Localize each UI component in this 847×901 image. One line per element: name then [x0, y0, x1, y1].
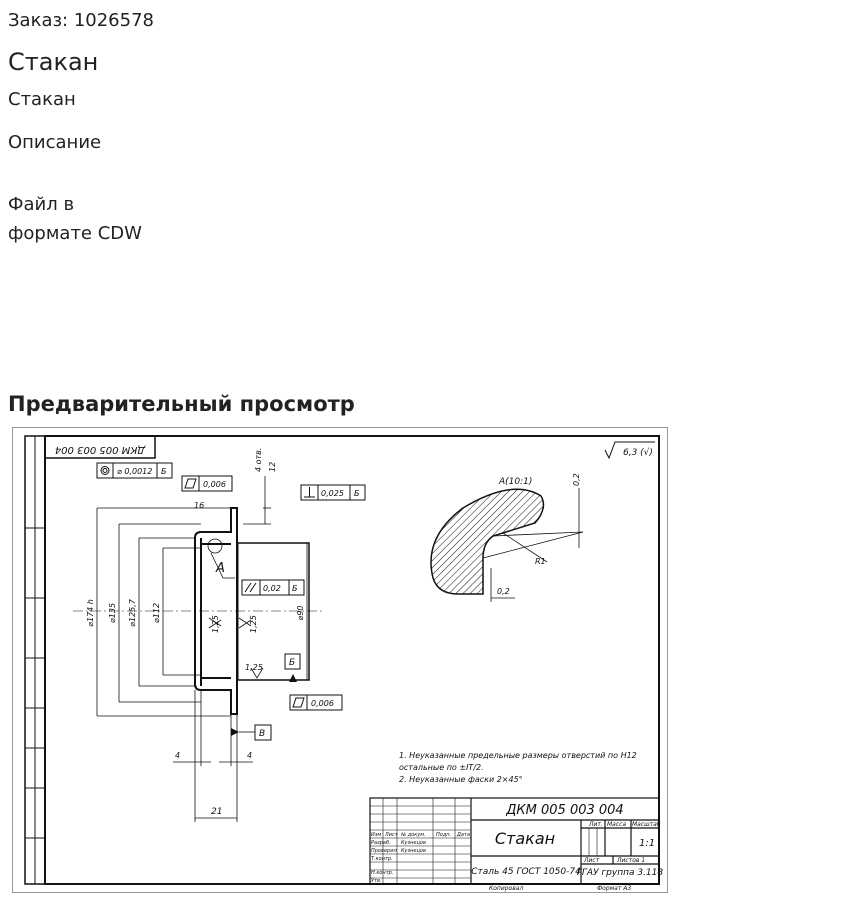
- title-block-mass: Масса: [607, 821, 626, 828]
- note-2: 2. Неуказанные фаски 2×45°: [399, 775, 523, 784]
- roughness-value: 6,3 (√): [623, 447, 653, 458]
- bottom-dimensions: [173, 690, 253, 822]
- drawing-preview: ДКМ 005 003 004 6,3 (√) ⌀ 0,0012 Б 0,006…: [12, 427, 668, 893]
- title-block-material: Сталь 45 ГОСТ 1050-74: [471, 867, 581, 877]
- title-cell-checked: Проверил: [371, 848, 397, 854]
- title-block: [369, 797, 660, 885]
- dim-174: ⌀174 h: [86, 599, 95, 627]
- flatness-value-1: 0,006: [203, 480, 226, 489]
- description-label: Описание: [8, 132, 102, 153]
- title-block-sheet: Лист: [583, 857, 600, 864]
- concentricity-frame: [96, 462, 173, 479]
- dim-1-25-c: 1,25: [245, 663, 263, 672]
- page-title: Стакан: [8, 48, 99, 76]
- perpendicularity-frame: [300, 484, 366, 501]
- dim-135: ⌀135: [108, 603, 117, 623]
- title-cell-approved: Утв.: [371, 878, 382, 884]
- parallelism-frame: [241, 579, 305, 596]
- flatness-frame-1: [181, 475, 233, 492]
- concentricity-value: ⌀ 0,0012: [117, 467, 152, 476]
- flatness-frame-2: [289, 694, 343, 711]
- perpendicularity-value: 0,025: [321, 489, 344, 498]
- section-a-label: А: [215, 561, 225, 576]
- title-cell-ncontrol: Н.контр.: [371, 870, 393, 876]
- datum-b-label: Б: [289, 658, 295, 668]
- title-cell-date: Дата: [456, 832, 470, 838]
- dim-112: ⌀112: [152, 603, 161, 623]
- dim-12: 12: [268, 462, 277, 472]
- dim-r1: R1: [535, 557, 546, 566]
- detail-label: А(10:1): [498, 477, 532, 487]
- file-format-line1: Файл в: [8, 194, 75, 215]
- title-cell-izm: Изм: [371, 832, 381, 838]
- drawing-inner-frame: [44, 435, 660, 885]
- title-cell-list: Лист: [384, 832, 399, 838]
- dim-21: 21: [211, 807, 222, 817]
- dim-4-a: 4: [175, 751, 180, 760]
- datum-v-box: [254, 724, 272, 741]
- dim-125-7: ⌀125,7: [128, 598, 137, 627]
- title-block-part-name: Стакан: [495, 829, 555, 848]
- dim-0-2-b: 0,2: [497, 587, 510, 596]
- title-block-lit: Лит.: [588, 821, 603, 828]
- title-block-code: ДКМ 005 003 004: [505, 803, 623, 818]
- title-cell-doc: № докум.: [400, 832, 426, 838]
- dim-1-25-a: 1,25: [211, 615, 220, 633]
- corner-code-box: [44, 435, 156, 459]
- concentricity-datum: Б: [161, 467, 167, 476]
- dim-holes: 4 отв.: [254, 448, 263, 472]
- copied-label: Копировал: [489, 885, 523, 892]
- dim-1-25-b: 1,25: [249, 615, 258, 633]
- title-cell-sign: Подп.: [436, 832, 451, 838]
- datum-v-label: В: [259, 729, 265, 739]
- file-format-line2: формате CDW: [8, 223, 142, 244]
- dim-4-b: 4: [247, 751, 252, 760]
- dim-90: ⌀90: [296, 606, 305, 621]
- title-block-scale: 1:1: [639, 838, 655, 849]
- page-subtitle: Стакан: [8, 89, 76, 110]
- detail-section: [430, 488, 545, 595]
- datum-b-box: [284, 653, 301, 670]
- note-1: 1. Неуказанные предельные размеры отверс…: [399, 751, 637, 760]
- dim-0-2-a: 0,2: [572, 473, 581, 486]
- diameter-dimensions: [96, 507, 308, 717]
- parallelism-value: 0,02: [263, 584, 281, 593]
- preview-heading: Предварительный просмотр: [8, 392, 355, 416]
- title-block-scale-label: Масштаб: [632, 821, 661, 828]
- perpendicularity-datum: Б: [354, 489, 360, 498]
- title-cell-checked-name: Кузнецов: [401, 848, 426, 854]
- title-cell-tcontrol: Т.контр.: [371, 856, 393, 862]
- title-cell-developer-name: Кузнецов: [401, 840, 426, 846]
- dim-16: 16: [194, 501, 204, 510]
- note-1-cont: остальные по ±IT/2.: [399, 763, 484, 772]
- flatness-value-2: 0,006: [311, 699, 334, 708]
- title-block-sheets: Листов 1: [616, 857, 645, 864]
- title-cell-developer: Разраб.: [371, 840, 391, 846]
- technical-drawing: ДКМ 005 003 004 6,3 (√) ⌀ 0,0012 Б 0,006…: [24, 435, 663, 892]
- roughness-symbol-icon: [604, 441, 655, 460]
- order-number: Заказ: 1026578: [8, 10, 154, 31]
- title-block-group: ГГАУ группа 3.118: [577, 868, 663, 878]
- format-label: Формат А3: [597, 885, 631, 892]
- left-margin-columns: [25, 436, 45, 884]
- corner-code: ДКМ 005 003 004: [55, 444, 146, 455]
- parallelism-datum: Б: [292, 584, 298, 593]
